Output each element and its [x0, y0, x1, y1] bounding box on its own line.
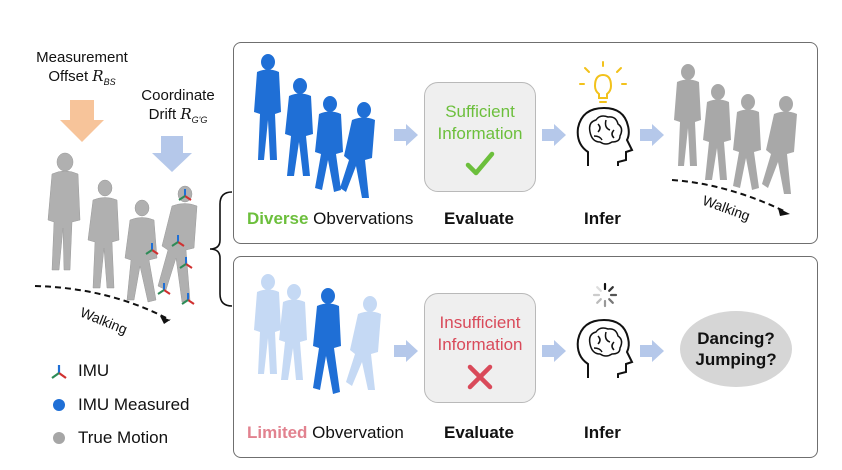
legend-imu-label: IMU: [78, 361, 110, 380]
inferred-motion-figures: [674, 64, 797, 194]
limited-highlight: Limited: [247, 423, 308, 442]
offset-line: Offset RBS: [22, 67, 142, 92]
offset-text: Offset: [48, 68, 89, 85]
drift-subscript: G'G: [191, 115, 208, 125]
offset-subscript: BS: [103, 77, 116, 87]
top-infer-label: Infer: [584, 209, 621, 228]
sufficient-line1: Sufficient: [445, 102, 515, 121]
result-jumping: Jumping?: [695, 350, 777, 369]
uncertain-result-ellipse: Dancing? Jumping?: [680, 311, 792, 387]
legend-imu-measured-label: IMU Measured: [78, 395, 190, 414]
bottom-arrow-1: [394, 340, 418, 362]
offset-symbol: R: [92, 67, 104, 85]
curly-brace: [209, 191, 233, 307]
bottom-observation-label: Limited Obvervation: [247, 423, 404, 443]
measurement-text: Measurement: [36, 49, 128, 66]
left-walking-path: [34, 285, 171, 324]
bottom-arrow-3: [640, 340, 664, 362]
bottom-observation-rest: Obvervation: [307, 423, 404, 442]
light-bulb-icon: [579, 61, 627, 103]
imu-measured-legend-dot: [53, 399, 65, 411]
drift-text: Drift: [148, 106, 177, 123]
bottom-evaluate-label: Evaluate: [444, 423, 514, 442]
top-arrow-1: [394, 124, 418, 146]
top-evaluate-label: Evaluate: [444, 209, 514, 228]
true-motion-legend-dot: [53, 432, 65, 444]
sufficient-line2: Information: [437, 124, 523, 143]
top-walking-path: [671, 179, 790, 216]
coordinate-text: Coordinate: [141, 87, 215, 104]
limited-observation-figures: [254, 274, 381, 394]
insufficient-information-box: Insufficient Information: [424, 293, 536, 403]
true-motion-figures: [47, 152, 198, 305]
diverse-observation-figures: [254, 54, 375, 198]
check-icon: [465, 151, 495, 176]
top-observation-label: Diverse Obvervations: [247, 209, 413, 229]
diverse-highlight: Diverse: [247, 209, 309, 228]
top-observation-rest: Obvervations: [308, 209, 414, 228]
brain-head-icon-top: [576, 106, 634, 166]
sufficient-text: Sufficient Information: [425, 101, 535, 145]
cross-icon: [467, 364, 493, 390]
top-arrow-2: [542, 124, 566, 146]
coordinate-drift-label: Coordinate Drift RG'G: [128, 86, 228, 130]
offset-down-arrow: [60, 100, 104, 142]
legend-true-motion-label: True Motion: [78, 428, 169, 447]
insufficient-line1: Insufficient: [439, 313, 521, 332]
imu-legend-icon: [51, 365, 67, 379]
drift-line: Drift RG'G: [128, 105, 228, 130]
measurement-offset-label: Measurement Offset RBS: [22, 48, 142, 92]
top-arrow-3: [640, 124, 664, 146]
sufficient-information-box: Sufficient Information: [424, 82, 536, 192]
bottom-infer-label: Infer: [584, 423, 621, 442]
result-text: Dancing? Jumping?: [680, 311, 792, 370]
insufficient-line2: Information: [437, 335, 523, 354]
insufficient-text: Insufficient Information: [425, 312, 535, 356]
brain-head-icon-bottom: [576, 318, 634, 378]
bottom-arrow-2: [542, 340, 566, 362]
drift-symbol: R: [180, 105, 192, 123]
loading-spinner-icon: [592, 282, 618, 308]
result-dancing: Dancing?: [697, 329, 775, 348]
drift-down-arrow: [152, 136, 192, 172]
